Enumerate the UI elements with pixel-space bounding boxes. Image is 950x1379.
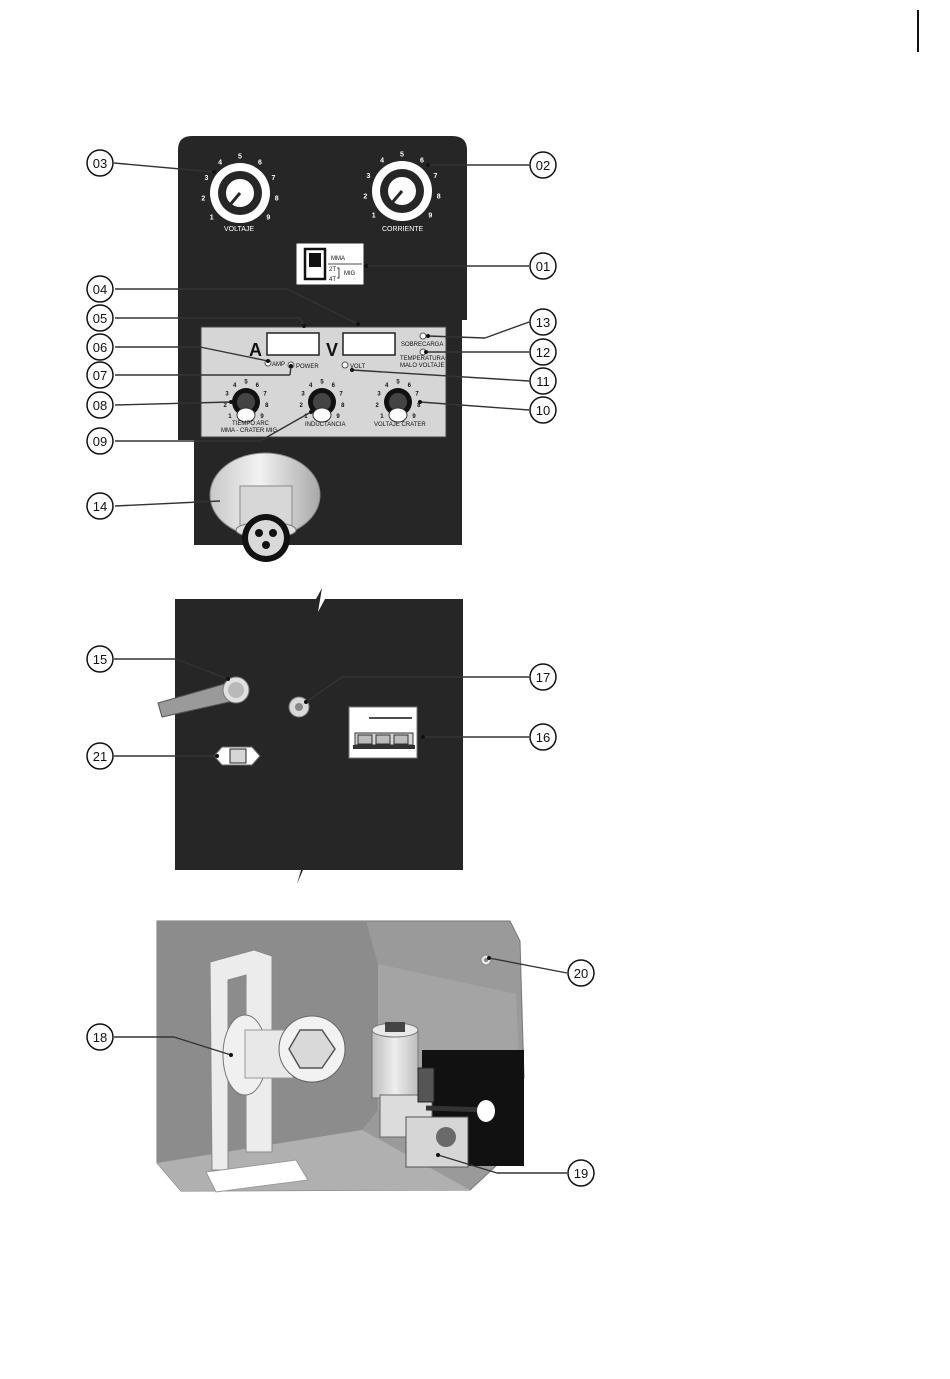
dial-number: 2 [363,193,367,200]
callout-05: 05 [87,305,113,331]
callout-15: 15 [87,646,113,672]
callout-03: 03 [87,150,113,176]
callout-11: 11 [530,368,556,394]
callout-label: 19 [574,1166,588,1181]
callout-12: 12 [530,339,556,365]
callout-label: 10 [536,403,550,418]
interior-view [157,921,524,1192]
dial-number: 2 [201,195,205,202]
voltage-knob-label: VOLTAJE [224,226,254,233]
callout-label: 07 [93,368,107,383]
dial-number: 5 [238,154,242,161]
switch-mig-label: MIG [344,271,356,277]
callout-07: 07 [87,362,113,388]
callout-label: 13 [536,315,550,330]
callout-06: 06 [87,334,113,360]
dial-number: 1 [210,214,214,221]
callout-14: 14 [87,493,113,519]
dial-number: 5 [400,152,404,159]
callout-16: 16 [530,724,556,750]
callout-18: 18 [87,1024,113,1050]
switch-mma-label: MMA [331,256,345,262]
crater-voltage-label: VOLTAJE CRATER [374,422,426,428]
dial-number: 8 [275,195,279,202]
callout-label: 09 [93,434,107,449]
low-voltage-label: MALO VOLTAJE [400,363,444,369]
callout-09: 09 [87,428,113,454]
rear-panel [158,588,463,884]
callout-08: 08 [87,392,113,418]
dial-number: 9 [428,212,432,219]
power-led-label: POWER [296,364,319,370]
callout-02: 02 [530,152,556,178]
callout-10: 10 [530,397,556,423]
callout-21: 21 [87,743,113,769]
amp-led-label: AMP [272,362,285,368]
callout-20: 20 [568,960,594,986]
callout-label: 04 [93,282,107,297]
callout-label: 18 [93,1030,107,1045]
callout-label: 16 [536,730,550,745]
overload-label: SOBRECARGA [401,342,443,348]
callout-label: 15 [93,652,107,667]
dial-number: 6 [258,159,262,166]
callout-04: 04 [87,276,113,302]
callout-label: 05 [93,311,107,326]
volt-led [342,362,348,368]
dial-number: 3 [205,175,209,182]
callout-label: 12 [536,345,550,360]
callout-label: 14 [93,499,107,514]
callout-label: 08 [93,398,107,413]
switch-4t-label: 4T [329,277,336,283]
current-knob-label: CORRIENTE [382,226,424,233]
callout-label: 03 [93,156,107,171]
front-panel: 1 2 3 4 5 6 7 8 9 VOLTAJE 1 2 3 4 5 6 7 8 9 CORRIENTE MM… [178,136,467,562]
dial-number: 3 [367,173,371,180]
voltmeter-display [343,333,395,355]
dial-number: 7 [272,175,276,182]
torch-connector[interactable] [210,453,320,562]
temperature-label: TEMPERATURA [400,356,445,362]
callout-label: 01 [536,259,550,274]
dial-number: 4 [380,157,384,164]
ammeter-display [267,333,319,355]
voltmeter-label: V [326,340,338,360]
arc-time-label: TIEMPO ARC [232,421,270,427]
callout-01: 01 [530,253,556,279]
callout-19: 19 [568,1160,594,1186]
overload-led [420,333,426,339]
switch-2t-label: 2T [329,267,336,273]
dial-number: 4 [218,159,222,166]
arc-time-label-2: MMA - CRATER MIG [221,428,278,434]
callout-label: 06 [93,340,107,355]
dial-number: 1 [372,212,376,219]
dial-number: 7 [434,173,438,180]
callout-label: 02 [536,158,550,173]
inductance-label: INDUCTANCIA [305,422,346,428]
dial-number: 9 [266,214,270,221]
power-socket[interactable] [214,747,260,765]
main-switch[interactable] [349,707,417,758]
dial-number: 6 [420,157,424,164]
callout-13: 13 [530,309,556,335]
callout-label: 20 [574,966,588,981]
callout-label: 17 [536,670,550,685]
callout-label: 21 [93,749,107,764]
callout-label: 11 [536,374,550,389]
callout-17: 17 [530,664,556,690]
dial-number: 8 [437,193,441,200]
